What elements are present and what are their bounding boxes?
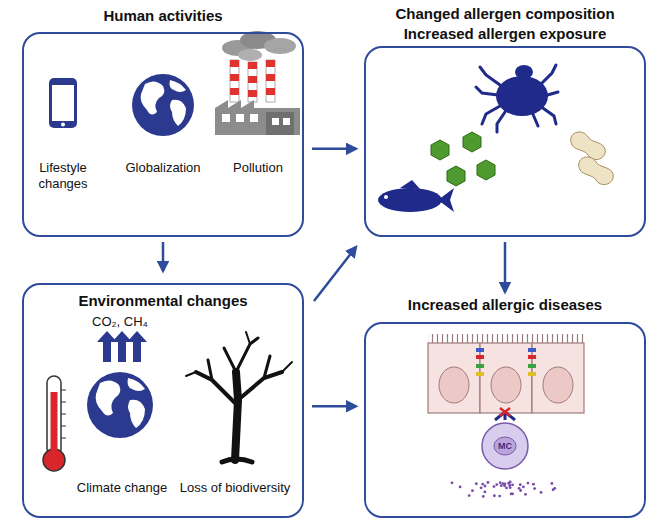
- flow-arrow: [312, 148, 356, 151]
- granule: [505, 487, 508, 490]
- granule: [498, 495, 501, 498]
- granule: [524, 493, 527, 496]
- granule: [487, 481, 490, 484]
- icon-caption: Climate change: [52, 480, 192, 496]
- granule: [510, 493, 513, 496]
- icon-caption: Lifestyle changes: [27, 160, 99, 191]
- granule: [468, 494, 471, 497]
- dust-mite-icon: [476, 65, 558, 132]
- dead-tree-icon: [186, 332, 292, 462]
- granule: [540, 491, 543, 494]
- factory-icon: [215, 31, 300, 135]
- box-heading: Increased allergen exposure: [364, 25, 646, 43]
- granule: [482, 495, 485, 498]
- granule: [484, 485, 487, 488]
- granule: [519, 489, 522, 492]
- phone-icon: [49, 78, 77, 128]
- granule: [499, 481, 502, 484]
- granule: [475, 482, 478, 485]
- granule: [519, 483, 522, 486]
- flow-arrow: [314, 247, 356, 301]
- flow-arrow: [162, 242, 165, 271]
- granule: [511, 483, 514, 486]
- fish-icon: [378, 180, 454, 212]
- peanut-icon: [571, 132, 614, 185]
- granule: [527, 482, 530, 485]
- granule: [533, 487, 536, 490]
- granule: [483, 491, 486, 494]
- thermometer-icon: [43, 376, 66, 471]
- granule: [552, 488, 555, 491]
- flow-arrow: [504, 242, 507, 292]
- group-box: Human activitiesLifestyle changesGlobali…: [22, 32, 304, 237]
- icon-caption: Globalization: [118, 160, 208, 176]
- granule: [471, 489, 474, 492]
- globe-icon: [132, 74, 194, 136]
- mast-cell: [451, 408, 557, 498]
- granule: [480, 486, 483, 489]
- icon-caption: Loss of biodiversity: [172, 480, 298, 496]
- granule: [459, 485, 462, 488]
- granule: [500, 484, 503, 487]
- box-heading: Human activities: [22, 7, 304, 25]
- group-box: Increased allergic diseases: [364, 322, 646, 518]
- granule: [522, 485, 525, 488]
- box-heading: Changed allergen composition: [364, 5, 646, 23]
- box-heading: Increased allergic diseases: [364, 296, 646, 314]
- box-heading: Environmental changes: [22, 292, 304, 310]
- granule: [495, 483, 498, 486]
- icon-caption: CO₂, CH₄: [80, 314, 160, 330]
- granule: [451, 481, 454, 484]
- granule: [481, 483, 484, 486]
- flow-arrow: [312, 405, 356, 408]
- granule: [493, 485, 496, 488]
- granule: [509, 486, 512, 489]
- granule: [493, 494, 496, 497]
- group-box: Changed allergen compositionIncreased al…: [364, 46, 646, 237]
- group-box: Environmental changesCO₂, CH₄ Climate cha…: [22, 283, 304, 518]
- globe-icon: [87, 372, 153, 438]
- granule: [507, 482, 510, 485]
- cell-label: MC: [490, 441, 520, 451]
- epithelial-cells: [428, 334, 584, 413]
- granule: [504, 482, 507, 485]
- emission-arrows: [97, 331, 147, 362]
- icon-caption: Pollution: [218, 160, 298, 176]
- granule: [550, 482, 553, 485]
- granule: [532, 483, 535, 486]
- allergen-particles: [431, 132, 495, 186]
